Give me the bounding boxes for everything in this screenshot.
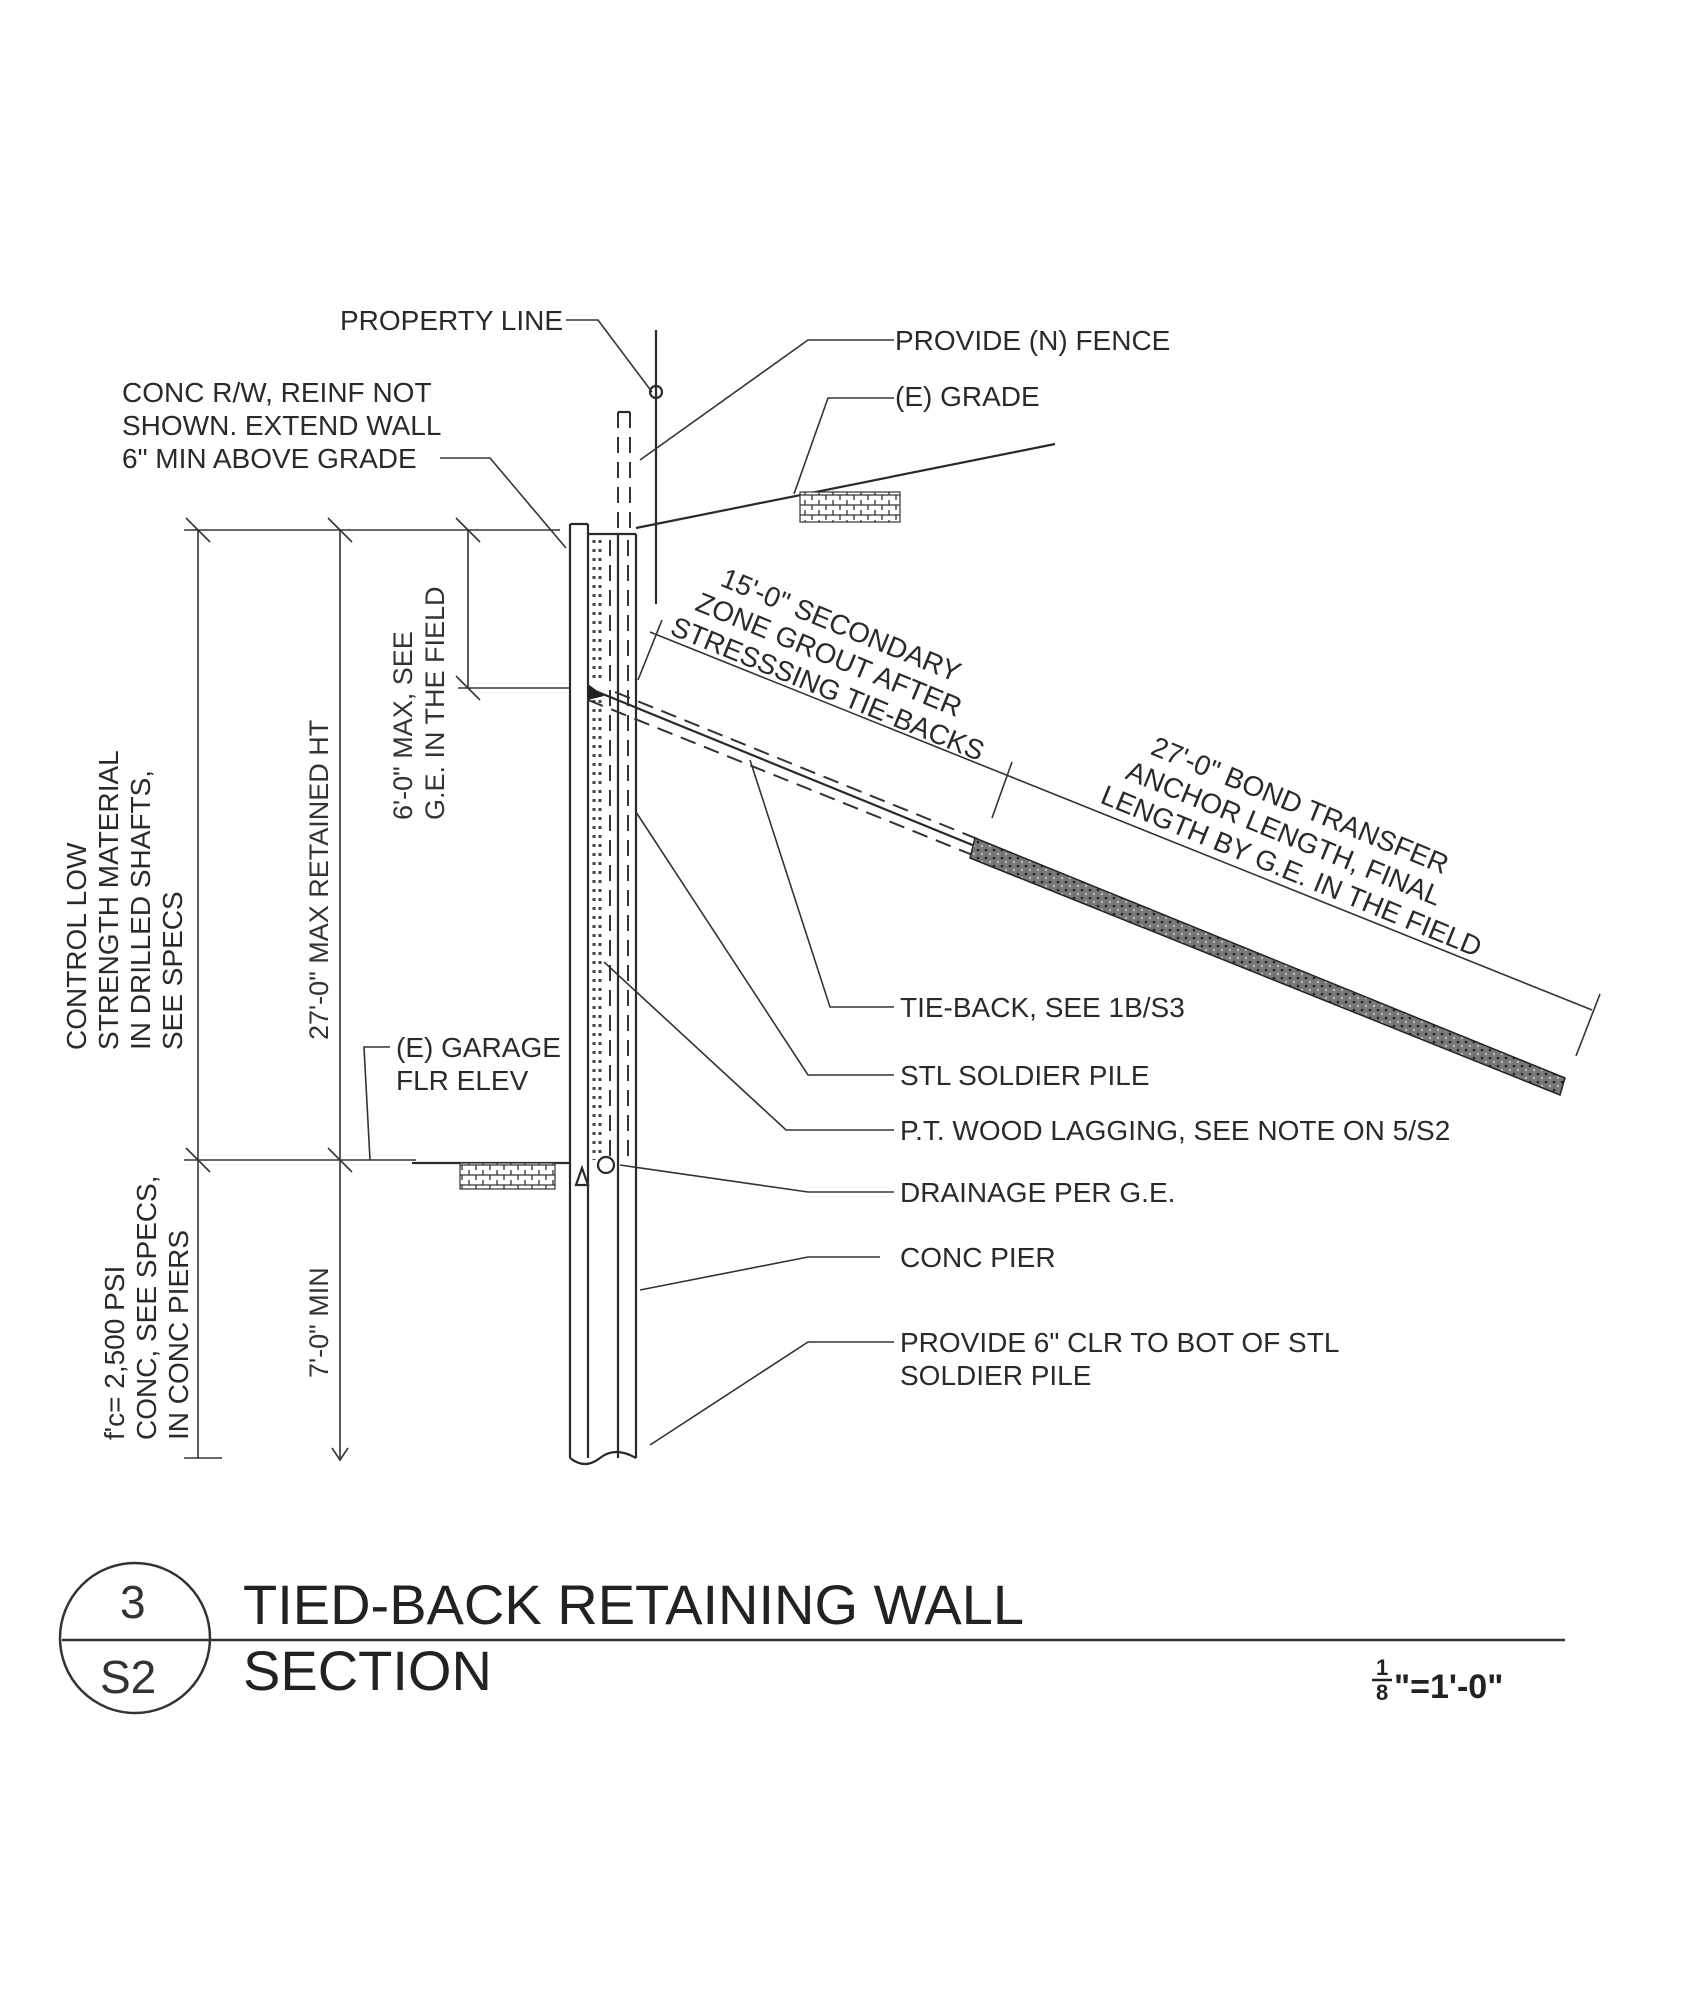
concrete-spec-line-3: IN CONC PIERS bbox=[163, 1230, 194, 1440]
control-material-note: CONTROL LOW STRENGTH MATERIAL IN DRILLED… bbox=[61, 750, 188, 1050]
control-material-line-1: CONTROL LOW bbox=[61, 842, 92, 1050]
concrete-spec-note: f'c= 2,500 PSI CONC, SEE SPECS, IN CONC … bbox=[99, 1175, 194, 1440]
scale-note: 1 8 "=1'-0" bbox=[1372, 1655, 1503, 1706]
garage-label-2: FLR ELEV bbox=[396, 1065, 529, 1096]
scale-numerator: 1 bbox=[1376, 1655, 1388, 1680]
drawing-title: TIED-BACK RETAINING WALL bbox=[243, 1573, 1024, 1636]
tieback-depth-dim: 6'-0" MAX, SEE G.E. IN THE FIELD bbox=[388, 586, 450, 820]
fence bbox=[617, 330, 664, 604]
vertical-dimensions bbox=[184, 517, 570, 1462]
tie-back-anchor bbox=[587, 619, 1601, 1097]
control-material-line-4: SEE SPECS bbox=[157, 891, 188, 1050]
fence-label: PROVIDE (N) FENCE bbox=[895, 325, 1170, 356]
conc-rw-label-1: CONC R/W, REINF NOT bbox=[122, 377, 432, 408]
title-block: 3 S2 TIED-BACK RETAINING WALL SECTION 1 … bbox=[58, 1561, 1565, 1715]
tie-back-label: TIE-BACK, SEE 1B/S3 bbox=[900, 992, 1185, 1023]
scale-value: "=1'-0" bbox=[1394, 1668, 1503, 1706]
embed-depth-dim: 7'-0" MIN bbox=[304, 1267, 334, 1378]
drawing-subtitle: SECTION bbox=[243, 1639, 492, 1702]
grade-label: (E) GRADE bbox=[895, 381, 1040, 412]
conc-rw-label-3: 6" MIN ABOVE GRADE bbox=[122, 443, 417, 474]
control-material-line-3: IN DRILLED SHAFTS, bbox=[125, 770, 156, 1050]
lagging-label: P.T. WOOD LAGGING, SEE NOTE ON 5/S2 bbox=[900, 1115, 1450, 1146]
clearance-label-2: SOLDIER PILE bbox=[900, 1360, 1091, 1391]
garage-label-1: (E) GARAGE bbox=[396, 1032, 561, 1063]
tieback-depth-line-1: 6'-0" MAX, SEE bbox=[388, 631, 418, 820]
existing-grade bbox=[412, 442, 1056, 1190]
drainage-label: DRAINAGE PER G.E. bbox=[900, 1177, 1175, 1208]
concrete-spec-line-2: CONC, SEE SPECS, bbox=[131, 1175, 162, 1440]
retained-height-dim: 27'-0" MAX RETAINED HT bbox=[304, 720, 334, 1040]
scale-denominator: 8 bbox=[1376, 1680, 1388, 1705]
property-line-label: PROPERTY LINE bbox=[340, 305, 563, 336]
control-material-line-2: STRENGTH MATERIAL bbox=[93, 750, 124, 1050]
sheet-number: S2 bbox=[100, 1651, 156, 1703]
tieback-depth-line-2: G.E. IN THE FIELD bbox=[420, 586, 450, 820]
retained-height-text: 27'-0" MAX RETAINED HT bbox=[304, 720, 334, 1040]
concrete-spec-line-1: f'c= 2,500 PSI bbox=[99, 1266, 130, 1440]
embed-depth-text: 7'-0" MIN bbox=[304, 1267, 334, 1378]
leader-lines bbox=[363, 319, 894, 1446]
conc-pier-label: CONC PIER bbox=[900, 1242, 1056, 1273]
soldier-pile-label: STL SOLDIER PILE bbox=[900, 1060, 1150, 1091]
conc-rw-label-2: SHOWN. EXTEND WALL bbox=[122, 410, 441, 441]
clearance-label-1: PROVIDE 6" CLR TO BOT OF STL bbox=[900, 1327, 1339, 1358]
wall-assembly bbox=[568, 522, 638, 1466]
detail-number: 3 bbox=[120, 1576, 146, 1628]
